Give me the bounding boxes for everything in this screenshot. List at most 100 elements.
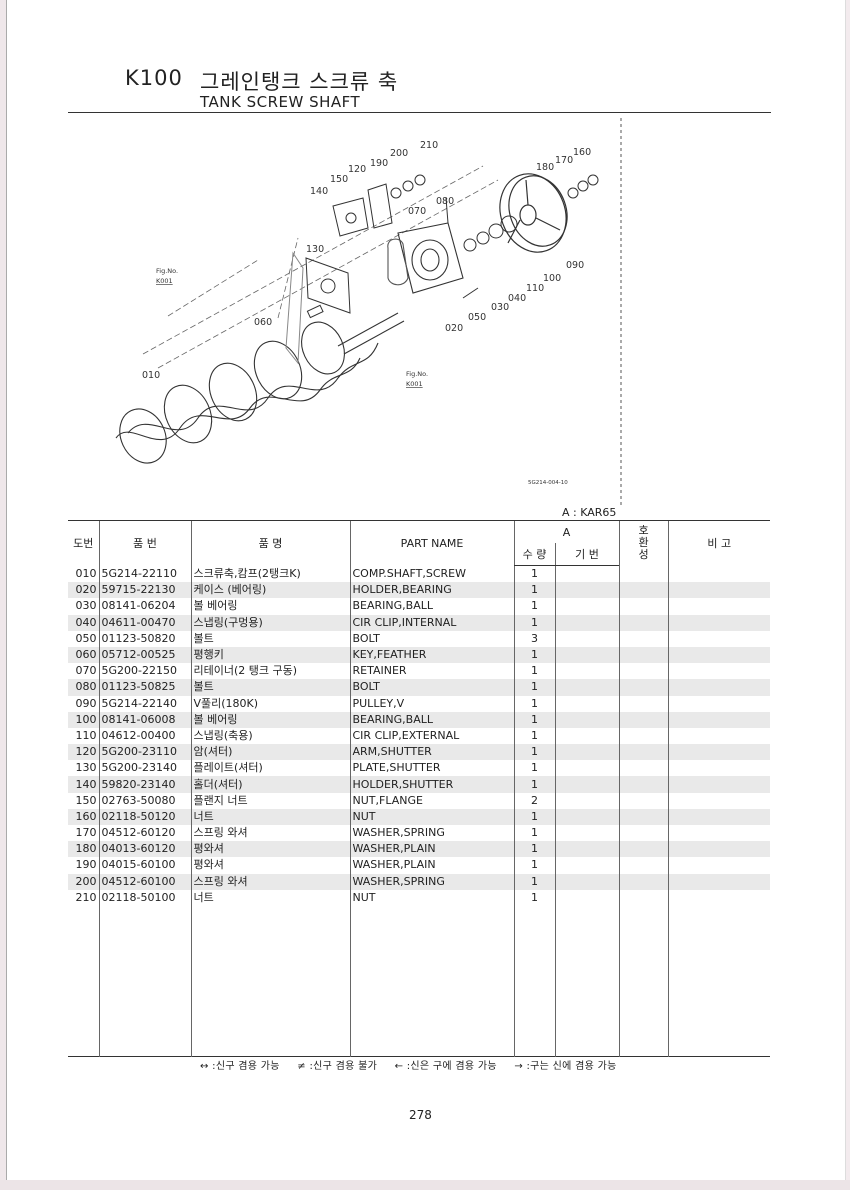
part-name-cell: HOLDER,BEARING — [349, 582, 514, 599]
machine-number-cell — [554, 825, 619, 842]
header-part-name: PART NAME — [349, 520, 514, 566]
part-name-korean-cell: 볼 베어링 — [190, 598, 350, 615]
quantity-cell: 1 — [513, 711, 555, 728]
interchangeability-cell — [618, 744, 668, 761]
bearing-holder-drawing — [387, 222, 464, 294]
machine-number-cell — [554, 663, 619, 680]
interchangeability-cell — [618, 776, 668, 793]
svg-text:Fig.No.: Fig.No. — [156, 267, 178, 275]
page-edge-bottom — [0, 1180, 850, 1190]
part-number-cell: 01123-50820 — [98, 630, 191, 647]
diagram-no-cell: 170 — [75, 826, 97, 840]
part-name-cell: WASHER,PLAIN — [349, 857, 514, 874]
quantity-cell: 1 — [513, 744, 555, 761]
interchangeability-cell — [618, 889, 668, 906]
part-name-cell: NUT — [349, 889, 514, 906]
bolts-drawing — [306, 197, 479, 319]
quantity-cell: 1 — [513, 598, 555, 615]
page-number: 278 — [409, 1108, 432, 1122]
empty-cell — [190, 905, 350, 1057]
remarks-cell — [667, 582, 770, 599]
quantity-cell: 1 — [513, 679, 555, 696]
interchangeability-cell — [618, 663, 668, 680]
machine-number-cell — [554, 857, 619, 874]
part-name-cell: COMP.SHAFT,SCREW — [349, 565, 514, 583]
diagram-no-cell: 200 — [68, 873, 99, 890]
machine-number-cell — [554, 776, 619, 793]
page-edge-right — [844, 0, 850, 1190]
empty-cell — [98, 905, 191, 1057]
diagram-no-cell: 070 — [75, 664, 97, 678]
part-name-cell: NUT — [349, 808, 514, 825]
legend-both-ways: ↔ :신구 겸용 가능 — [200, 1061, 280, 1072]
quantity-cell: 1 — [513, 695, 555, 712]
part-name-korean-cell: 홀더(셔터) — [190, 776, 350, 793]
interchangeability-cell — [618, 565, 668, 583]
machine-number-cell — [554, 889, 619, 906]
part-number-cell: 01123-50825 — [98, 679, 191, 696]
quantity-cell: 1 — [513, 565, 555, 583]
empty-cell — [513, 905, 555, 1057]
legend-new-to-old: ← :신은 구에 겸용 가능 — [394, 1061, 497, 1072]
diagram-no-cell: 040 — [68, 614, 99, 631]
machine-number-cell — [554, 565, 619, 583]
part-name-cell: HOLDER,SHUTTER — [349, 776, 514, 793]
header-part-name-korean: 품 명 — [190, 520, 350, 566]
part-name-korean-cell: 볼트 — [190, 679, 350, 696]
interchangeability-cell — [618, 825, 668, 842]
part-name-cell: KEY,FEATHER — [349, 646, 514, 664]
svg-text:150: 150 — [330, 174, 348, 185]
part-name-cell: CIR CLIP,INTERNAL — [349, 614, 514, 631]
machine-number-cell — [554, 695, 619, 712]
svg-text:Fig.No.: Fig.No. — [406, 370, 428, 378]
part-name-cell: WASHER,SPRING — [349, 873, 514, 890]
quantity-cell: 1 — [513, 614, 555, 631]
remarks-cell — [667, 679, 770, 696]
diagram-no-cell: 110 — [75, 728, 97, 742]
diagram-no-cell: 010 — [75, 566, 97, 580]
fig-ref-k001-bottom: Fig.No. K001 — [406, 370, 428, 388]
remarks-cell — [667, 760, 770, 777]
remarks-cell — [667, 808, 770, 825]
quantity-cell: 1 — [513, 857, 555, 874]
machine-number-cell — [554, 630, 619, 647]
empty-cell — [618, 905, 668, 1057]
part-name-cell: WASHER,PLAIN — [349, 841, 514, 858]
shutter-arm-drawing — [332, 183, 393, 237]
remarks-cell — [667, 614, 770, 631]
part-number-cell: 5G200-23140 — [98, 760, 191, 777]
interchangeability-cell — [618, 760, 668, 777]
interchangeability-cell — [618, 630, 668, 647]
part-name-cell: PLATE,SHUTTER — [349, 760, 514, 777]
part-name-korean-cell: 너트 — [190, 808, 350, 825]
part-number-cell: 02118-50120 — [98, 808, 191, 825]
v-pulley-drawing — [499, 173, 568, 253]
machine-number-cell — [554, 744, 619, 761]
part-number-cell: 5G200-22150 — [98, 663, 191, 680]
part-name-cell: WASHER,SPRING — [349, 825, 514, 842]
header-quantity: 수 량 — [513, 543, 555, 566]
quantity-cell: 1 — [513, 727, 555, 745]
interchangeability-cell — [618, 646, 668, 664]
machine-number-cell — [554, 873, 619, 890]
interchangeability-cell — [618, 857, 668, 874]
diagram-no-cell: 120 — [68, 744, 99, 761]
svg-text:020: 020 — [445, 323, 463, 334]
quantity-cell: 1 — [513, 873, 555, 890]
machine-number-cell — [554, 808, 619, 825]
machine-number-cell — [554, 760, 619, 777]
part-name-korean-cell: 스프링 와셔 — [190, 873, 350, 890]
diagram-no-cell: 080 — [68, 679, 99, 696]
part-name-korean-cell: 암(셔터) — [190, 744, 350, 761]
svg-text:200: 200 — [390, 148, 408, 159]
legend-not-interchangeable: ≠ :신구 겸용 불가 — [297, 1061, 378, 1072]
